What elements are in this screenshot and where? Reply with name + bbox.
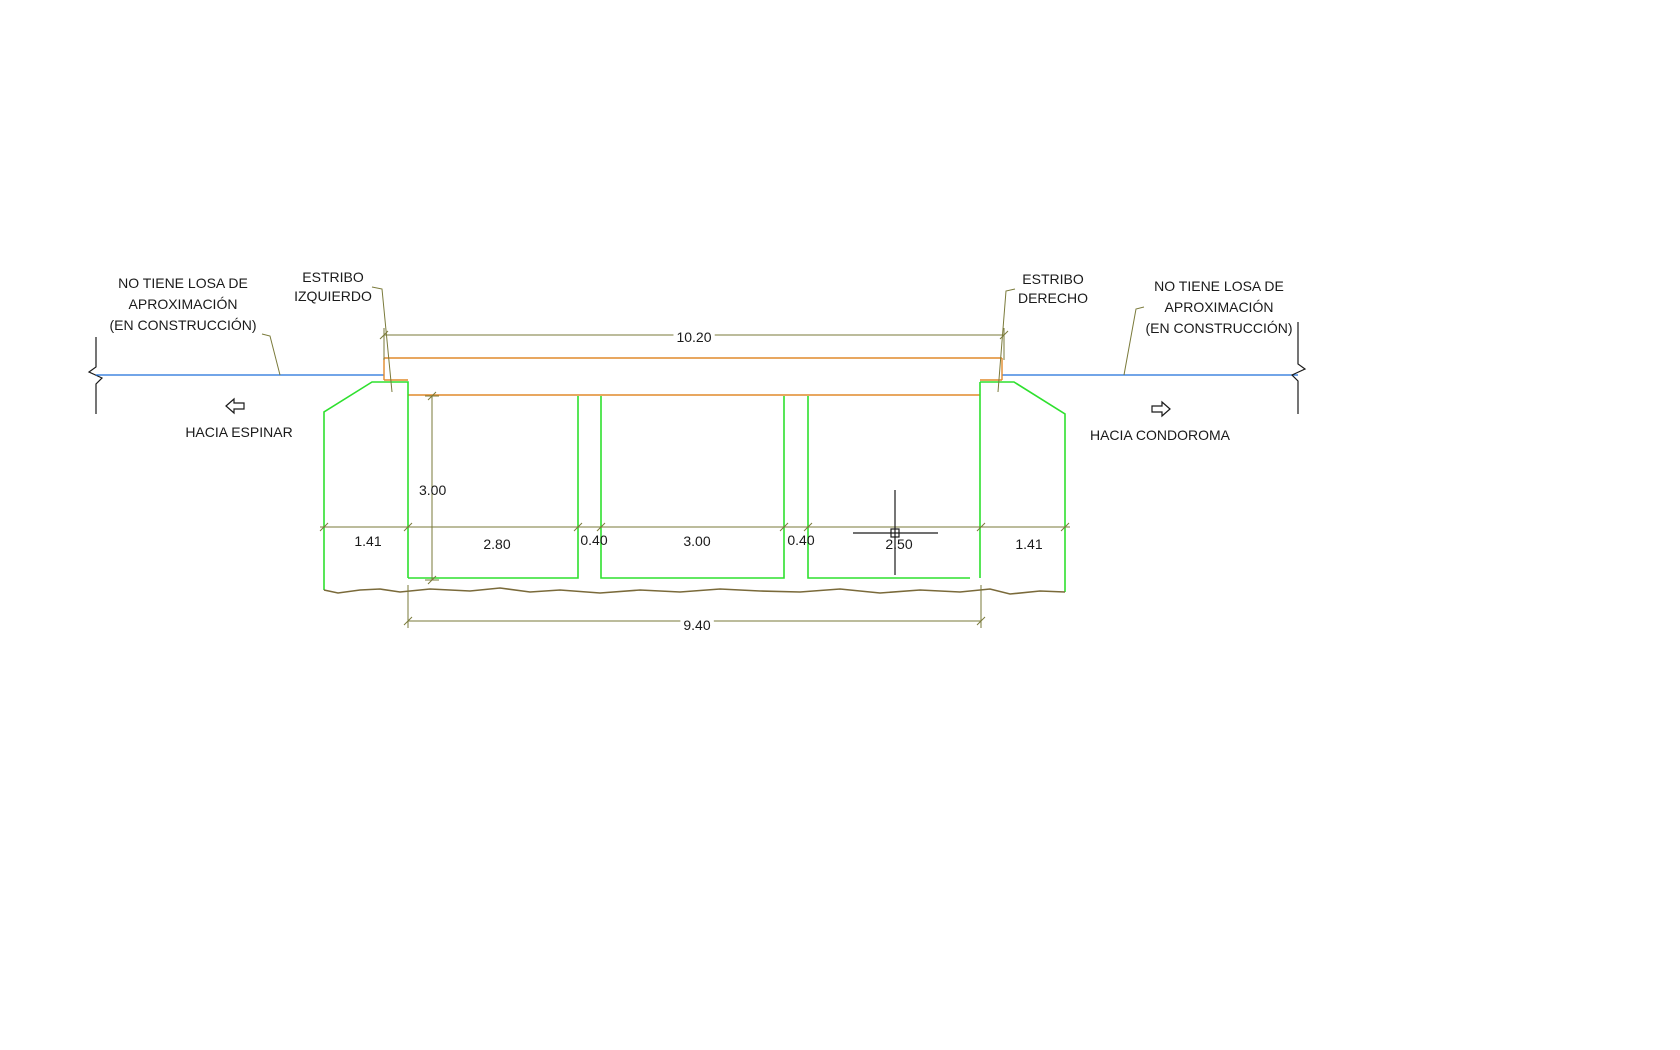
dim-total-deck-backing bbox=[673, 329, 715, 345]
leader-lines bbox=[261, 286, 1145, 393]
cell-3 bbox=[807, 396, 970, 579]
arrow-left-icon bbox=[225, 397, 245, 415]
ground-line bbox=[323, 587, 1066, 595]
dim-segment-7: 1.41 bbox=[1015, 536, 1042, 552]
dim-height: 3.00 bbox=[419, 482, 446, 498]
dim-total-deck: 10.20 bbox=[676, 329, 711, 345]
dim-segment-3: 0.40 bbox=[580, 532, 607, 548]
arrow-right-icon bbox=[1151, 400, 1171, 418]
left-direction-label: HACIA ESPINAR bbox=[185, 424, 292, 440]
left-note-line-2: APROXIMACIÓN bbox=[129, 296, 238, 312]
dim-segment-4: 3.00 bbox=[683, 533, 710, 549]
right-note-line-1: NO TIENE LOSA DE bbox=[1154, 278, 1284, 294]
right-note: NO TIENE LOSA DE APROXIMACIÓN (EN CONSTR… bbox=[1146, 278, 1293, 336]
right-abutment bbox=[979, 381, 1066, 592]
left-note-line-1: NO TIENE LOSA DE bbox=[118, 275, 248, 291]
dim-total-base-backing bbox=[680, 617, 714, 633]
left-note-line-3: (EN CONSTRUCCIÓN) bbox=[110, 317, 257, 333]
road-lines bbox=[87, 322, 1307, 414]
dimension-lines bbox=[319, 328, 1070, 628]
left-break-symbol bbox=[87, 337, 104, 414]
right-abutment-label-1: ESTRIBO bbox=[1022, 271, 1084, 287]
dim-segment-5: 0.40 bbox=[787, 532, 814, 548]
dim-total-base: 9.40 bbox=[683, 617, 710, 633]
left-abutment-label-1: ESTRIBO bbox=[302, 269, 364, 285]
cell-2 bbox=[600, 396, 785, 579]
right-abutment-label-2: DERECHO bbox=[1018, 290, 1088, 306]
right-break-symbol bbox=[1290, 322, 1307, 414]
crosshair-cursor-icon bbox=[853, 490, 938, 575]
left-note: NO TIENE LOSA DE APROXIMACIÓN (EN CONSTR… bbox=[110, 275, 257, 333]
right-note-line-2: APROXIMACIÓN bbox=[1165, 299, 1274, 315]
right-direction-label: HACIA CONDOROMA bbox=[1090, 427, 1231, 443]
dim-segment-2: 2.80 bbox=[483, 536, 510, 552]
right-note-line-3: (EN CONSTRUCCIÓN) bbox=[1146, 320, 1293, 336]
left-abutment bbox=[323, 381, 409, 590]
cell-1 bbox=[408, 396, 579, 579]
deck-slab bbox=[383, 357, 1003, 396]
left-abutment-label-2: IZQUIERDO bbox=[294, 288, 372, 304]
dim-segment-1: 1.41 bbox=[354, 533, 381, 549]
dim-segment-6: 2.50 bbox=[885, 536, 912, 552]
